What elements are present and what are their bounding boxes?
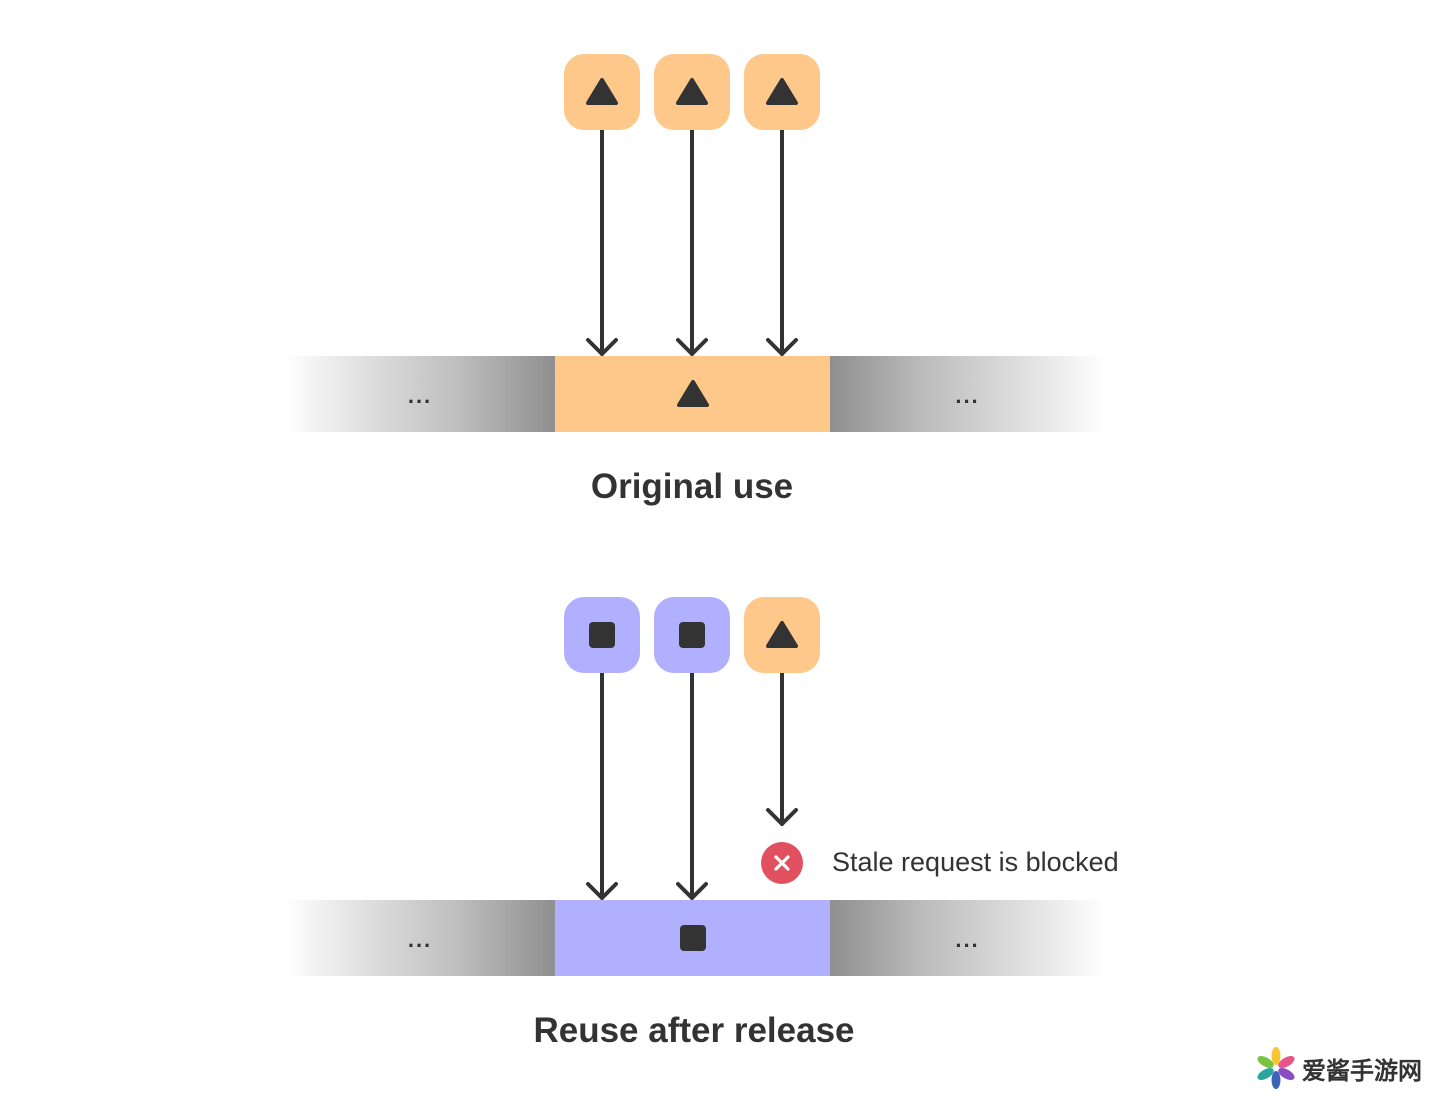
square-icon bbox=[679, 925, 706, 951]
triangle-icon bbox=[676, 380, 709, 407]
triangle-icon bbox=[766, 78, 798, 105]
request-box-original-2 bbox=[654, 54, 730, 130]
bar-slot-original bbox=[555, 356, 830, 432]
blocked-note: Stale request is blocked bbox=[832, 847, 1119, 877]
watermark-text: 爱酱手游网 bbox=[1302, 1056, 1422, 1085]
triangle-icon bbox=[766, 621, 798, 648]
request-box-original-1 bbox=[564, 54, 640, 130]
flower-logo-icon bbox=[1257, 1047, 1295, 1089]
arrow-top-2 bbox=[676, 128, 708, 356]
watermark-logo: 爱酱手游网 bbox=[1254, 1046, 1422, 1090]
ellipsis: ... bbox=[407, 383, 433, 408]
bar-left-segment: ... bbox=[285, 900, 555, 976]
request-box-original-3 bbox=[744, 54, 820, 130]
ellipsis: ... bbox=[955, 383, 980, 408]
ellipsis: ... bbox=[955, 927, 980, 952]
caption-original-use: Original use bbox=[590, 467, 794, 506]
request-box-new-2 bbox=[654, 597, 730, 673]
arrow-bottom-1 bbox=[586, 671, 618, 900]
request-box-stale bbox=[744, 597, 820, 673]
bar-right-segment: ... bbox=[830, 356, 1105, 432]
triangle-icon bbox=[586, 78, 618, 105]
bar-left-segment: ... bbox=[285, 356, 555, 432]
caption-reuse-after-release: Reuse after release bbox=[533, 1011, 855, 1050]
bar-slot-new bbox=[555, 900, 830, 976]
blocked-error-icon bbox=[761, 842, 803, 884]
request-box-new-1 bbox=[564, 597, 640, 673]
triangle-icon bbox=[676, 78, 708, 105]
square-icon bbox=[679, 622, 705, 648]
close-icon bbox=[774, 855, 790, 871]
arrow-bottom-2 bbox=[676, 671, 708, 900]
bar-right-segment: ... bbox=[830, 900, 1105, 976]
ellipsis: ... bbox=[407, 927, 433, 952]
arrow-top-1 bbox=[586, 128, 618, 356]
arrow-bottom-3-blocked bbox=[766, 671, 798, 826]
arrow-top-3 bbox=[766, 128, 798, 356]
square-icon bbox=[589, 622, 615, 648]
